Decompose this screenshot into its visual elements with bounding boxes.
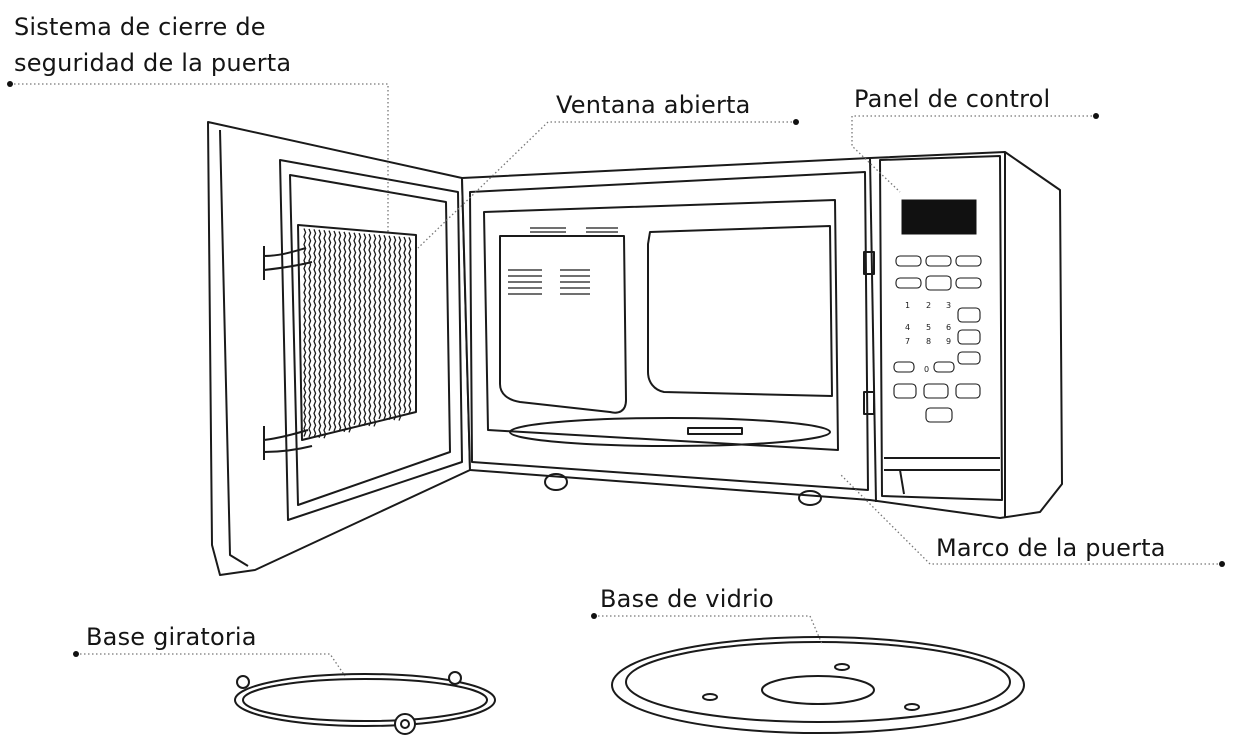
label-door-lock-line2: seguridad de la puerta [14, 49, 292, 77]
mesh-line [378, 234, 382, 420]
mesh-line [388, 235, 392, 420]
mesh-line [308, 228, 312, 438]
display-window [901, 199, 977, 235]
mesh-line [318, 229, 322, 439]
mesh-line [338, 231, 342, 432]
door-mesh-screen [297, 224, 417, 441]
mesh-line [368, 233, 372, 427]
mesh-line [393, 235, 397, 421]
mesh-line [353, 232, 357, 425]
mesh-line [348, 232, 352, 433]
cabinet-feet [544, 473, 822, 506]
keypad-digit-0: 0 [924, 365, 929, 374]
mesh-line [383, 235, 387, 420]
label-turntable-ring: Base giratoria [86, 623, 257, 651]
label-glass-tray: Base de vidrio [600, 585, 774, 613]
keypad-digit-1: 1 [905, 301, 910, 310]
turntable-ring [234, 671, 496, 735]
mesh-line [358, 232, 362, 426]
mesh-line [403, 236, 407, 414]
label-door-lock-line1: Sistema de cierre de [14, 13, 266, 41]
label-door-frame: Marco de la puerta [936, 534, 1166, 562]
label-open-window: Ventana abierta [556, 91, 751, 119]
label-control-panel: Panel de control [854, 85, 1051, 113]
door-frame [469, 171, 869, 491]
keypad-digit-4: 4 [905, 323, 910, 332]
keypad-digit-6: 6 [946, 323, 951, 332]
keypad-digit-2: 2 [926, 301, 931, 310]
keypad-digit-5: 5 [926, 323, 931, 332]
control-panel: 1 2 3 4 5 6 7 8 9 0 [879, 155, 1003, 501]
oven-cavity [483, 199, 839, 451]
control-keypad: 1 2 3 4 5 6 7 8 9 0 [893, 255, 982, 423]
door-latch-hooks [263, 246, 313, 460]
mesh-line [408, 237, 412, 414]
microwave-door [207, 121, 471, 576]
keypad-digit-7: 7 [905, 337, 910, 346]
mesh-line [328, 230, 332, 431]
mesh-line [363, 233, 367, 426]
keypad-digit-8: 8 [926, 337, 931, 346]
mesh-line [373, 234, 377, 427]
mesh-line [323, 229, 327, 439]
callout-leaders [7, 81, 1225, 677]
mesh-line [398, 236, 402, 421]
keypad-digit-3: 3 [946, 301, 951, 310]
mesh-line [343, 231, 347, 433]
mesh-line [333, 230, 337, 432]
cabinet-hinges [863, 251, 875, 415]
microwave-cabinet: 1 2 3 4 5 6 7 8 9 0 [461, 151, 1063, 519]
mesh-line [313, 229, 317, 438]
keypad-digit-9: 9 [946, 337, 951, 346]
glass-tray [611, 636, 1025, 734]
